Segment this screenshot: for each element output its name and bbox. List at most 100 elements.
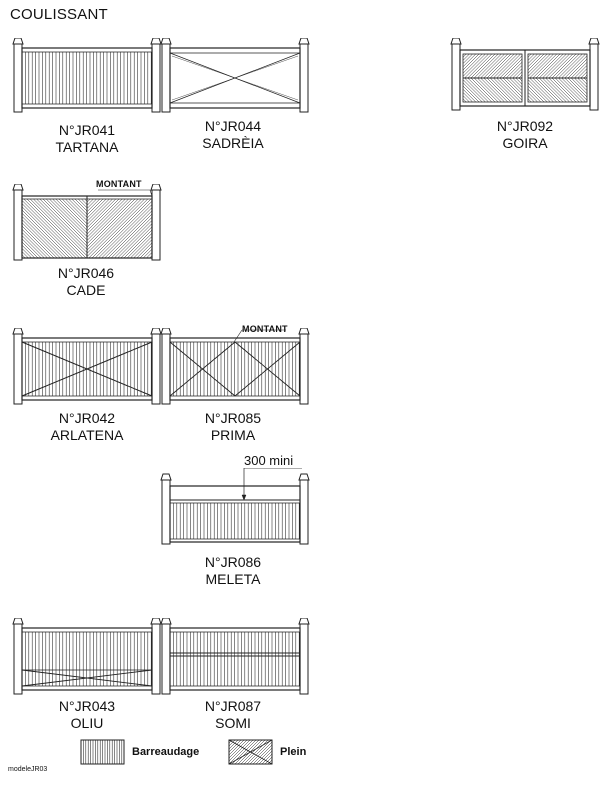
gate-post	[151, 189, 161, 261]
dimension-arrow	[241, 494, 247, 501]
hatch-line	[506, 77, 523, 94]
gate-post	[161, 333, 171, 405]
hatch-line	[532, 53, 557, 79]
page-title: COULISSANT	[10, 6, 108, 23]
model-name: CADE	[66, 282, 106, 298]
hatch-line	[480, 77, 505, 103]
gate-jr044-drawing	[160, 38, 310, 114]
gate-jr043-drawing	[12, 618, 162, 696]
gate-jr041-caption: N°JR041 TARTANA	[7, 122, 167, 156]
model-name: GOIRA	[502, 135, 548, 151]
model-code: N°JR046	[57, 265, 115, 281]
hatch-line	[23, 198, 83, 259]
gate-jr087-caption: N°JR087 SOMI	[153, 698, 313, 732]
gate-post	[13, 43, 23, 113]
hatch-line	[527, 53, 532, 58]
hatch-line	[548, 53, 573, 79]
hatch-line	[462, 95, 470, 103]
hatch-line	[499, 77, 523, 101]
hatch-line	[529, 53, 554, 79]
legend-plein-label: Plein	[280, 746, 307, 758]
hatch-line	[36, 198, 88, 250]
hatch-line	[21, 222, 58, 259]
hatch-line	[133, 239, 153, 259]
model-code: N°JR086	[204, 554, 262, 570]
hatch-line	[21, 254, 26, 259]
hatch-line	[502, 58, 523, 79]
post-cap	[588, 38, 600, 45]
hatch-line	[86, 198, 120, 232]
model-code: N°JR043	[58, 698, 116, 714]
cross-brace	[21, 669, 153, 687]
hatch-line	[515, 77, 523, 85]
hatch-line	[567, 77, 588, 98]
model-code: N°JR085	[204, 410, 262, 426]
cross-brace	[169, 341, 236, 397]
model-code: N°JR087	[204, 698, 262, 714]
hatch-line	[74, 198, 88, 212]
gate-frame	[169, 627, 301, 691]
hatch-line	[86, 198, 94, 206]
model-name: PRIMA	[210, 427, 256, 443]
hatch-line	[527, 53, 535, 61]
post-cap	[298, 328, 310, 335]
hatch-line	[21, 213, 67, 259]
hatch-line	[477, 53, 502, 79]
hatch-line	[502, 77, 523, 98]
hatch-line	[574, 77, 588, 91]
gate-jr042-caption: N°JR042 ARLATENA	[7, 410, 167, 444]
post-cap	[160, 328, 172, 335]
hatch-line	[21, 225, 55, 259]
hatch-line	[52, 198, 88, 234]
hatch-line	[518, 74, 523, 79]
hatch-line	[496, 53, 521, 79]
hatch-line	[86, 198, 116, 228]
post-cap	[298, 618, 310, 625]
hatch-line	[571, 62, 588, 79]
hatch-line	[46, 198, 88, 240]
hatch-line	[527, 82, 548, 103]
hatch-line	[527, 95, 535, 103]
hatch-line	[86, 198, 142, 254]
hatch-line	[21, 219, 61, 259]
hatch-line	[558, 53, 583, 79]
hatch-line	[474, 53, 499, 79]
post-cap	[160, 618, 172, 625]
model-name: MELETA	[205, 571, 261, 587]
hatch-line	[86, 198, 110, 222]
hatch-line	[564, 55, 588, 79]
hatch-line	[480, 53, 505, 79]
hatch-line	[246, 739, 272, 765]
hatch-line	[143, 249, 153, 259]
gate-jr046-drawing	[12, 184, 162, 264]
hatch-line	[577, 68, 588, 79]
gate-jr092-drawing	[450, 38, 600, 114]
post-cap	[150, 328, 162, 335]
hatch-line	[21, 238, 42, 259]
hatch-line	[477, 77, 502, 103]
post-cap	[12, 618, 24, 625]
hatch-line	[527, 53, 548, 74]
hatch-line	[509, 65, 523, 79]
hatch-line	[86, 198, 123, 235]
hatch-line	[21, 209, 71, 259]
hatch-line	[527, 98, 532, 103]
hatch-line	[561, 53, 586, 79]
hatch-line	[21, 235, 45, 259]
gate-jr085-drawing	[160, 328, 310, 406]
hatch-line	[580, 71, 588, 79]
hatch-line	[86, 198, 139, 251]
model-code: N°JR092	[496, 118, 554, 134]
hatch-line	[95, 201, 153, 259]
hatch-line	[483, 53, 508, 79]
hatch-line	[462, 53, 483, 74]
gate-jr042-drawing	[12, 328, 162, 406]
hatch-line	[577, 77, 588, 88]
hatch-line	[98, 204, 153, 259]
legend-barreaudage-swatch	[80, 739, 125, 765]
hatch-line	[58, 198, 88, 228]
gate-jr041-drawing	[12, 38, 162, 114]
hatch-line	[555, 53, 580, 79]
hatch-line	[114, 220, 153, 259]
cross-brace	[234, 341, 301, 397]
